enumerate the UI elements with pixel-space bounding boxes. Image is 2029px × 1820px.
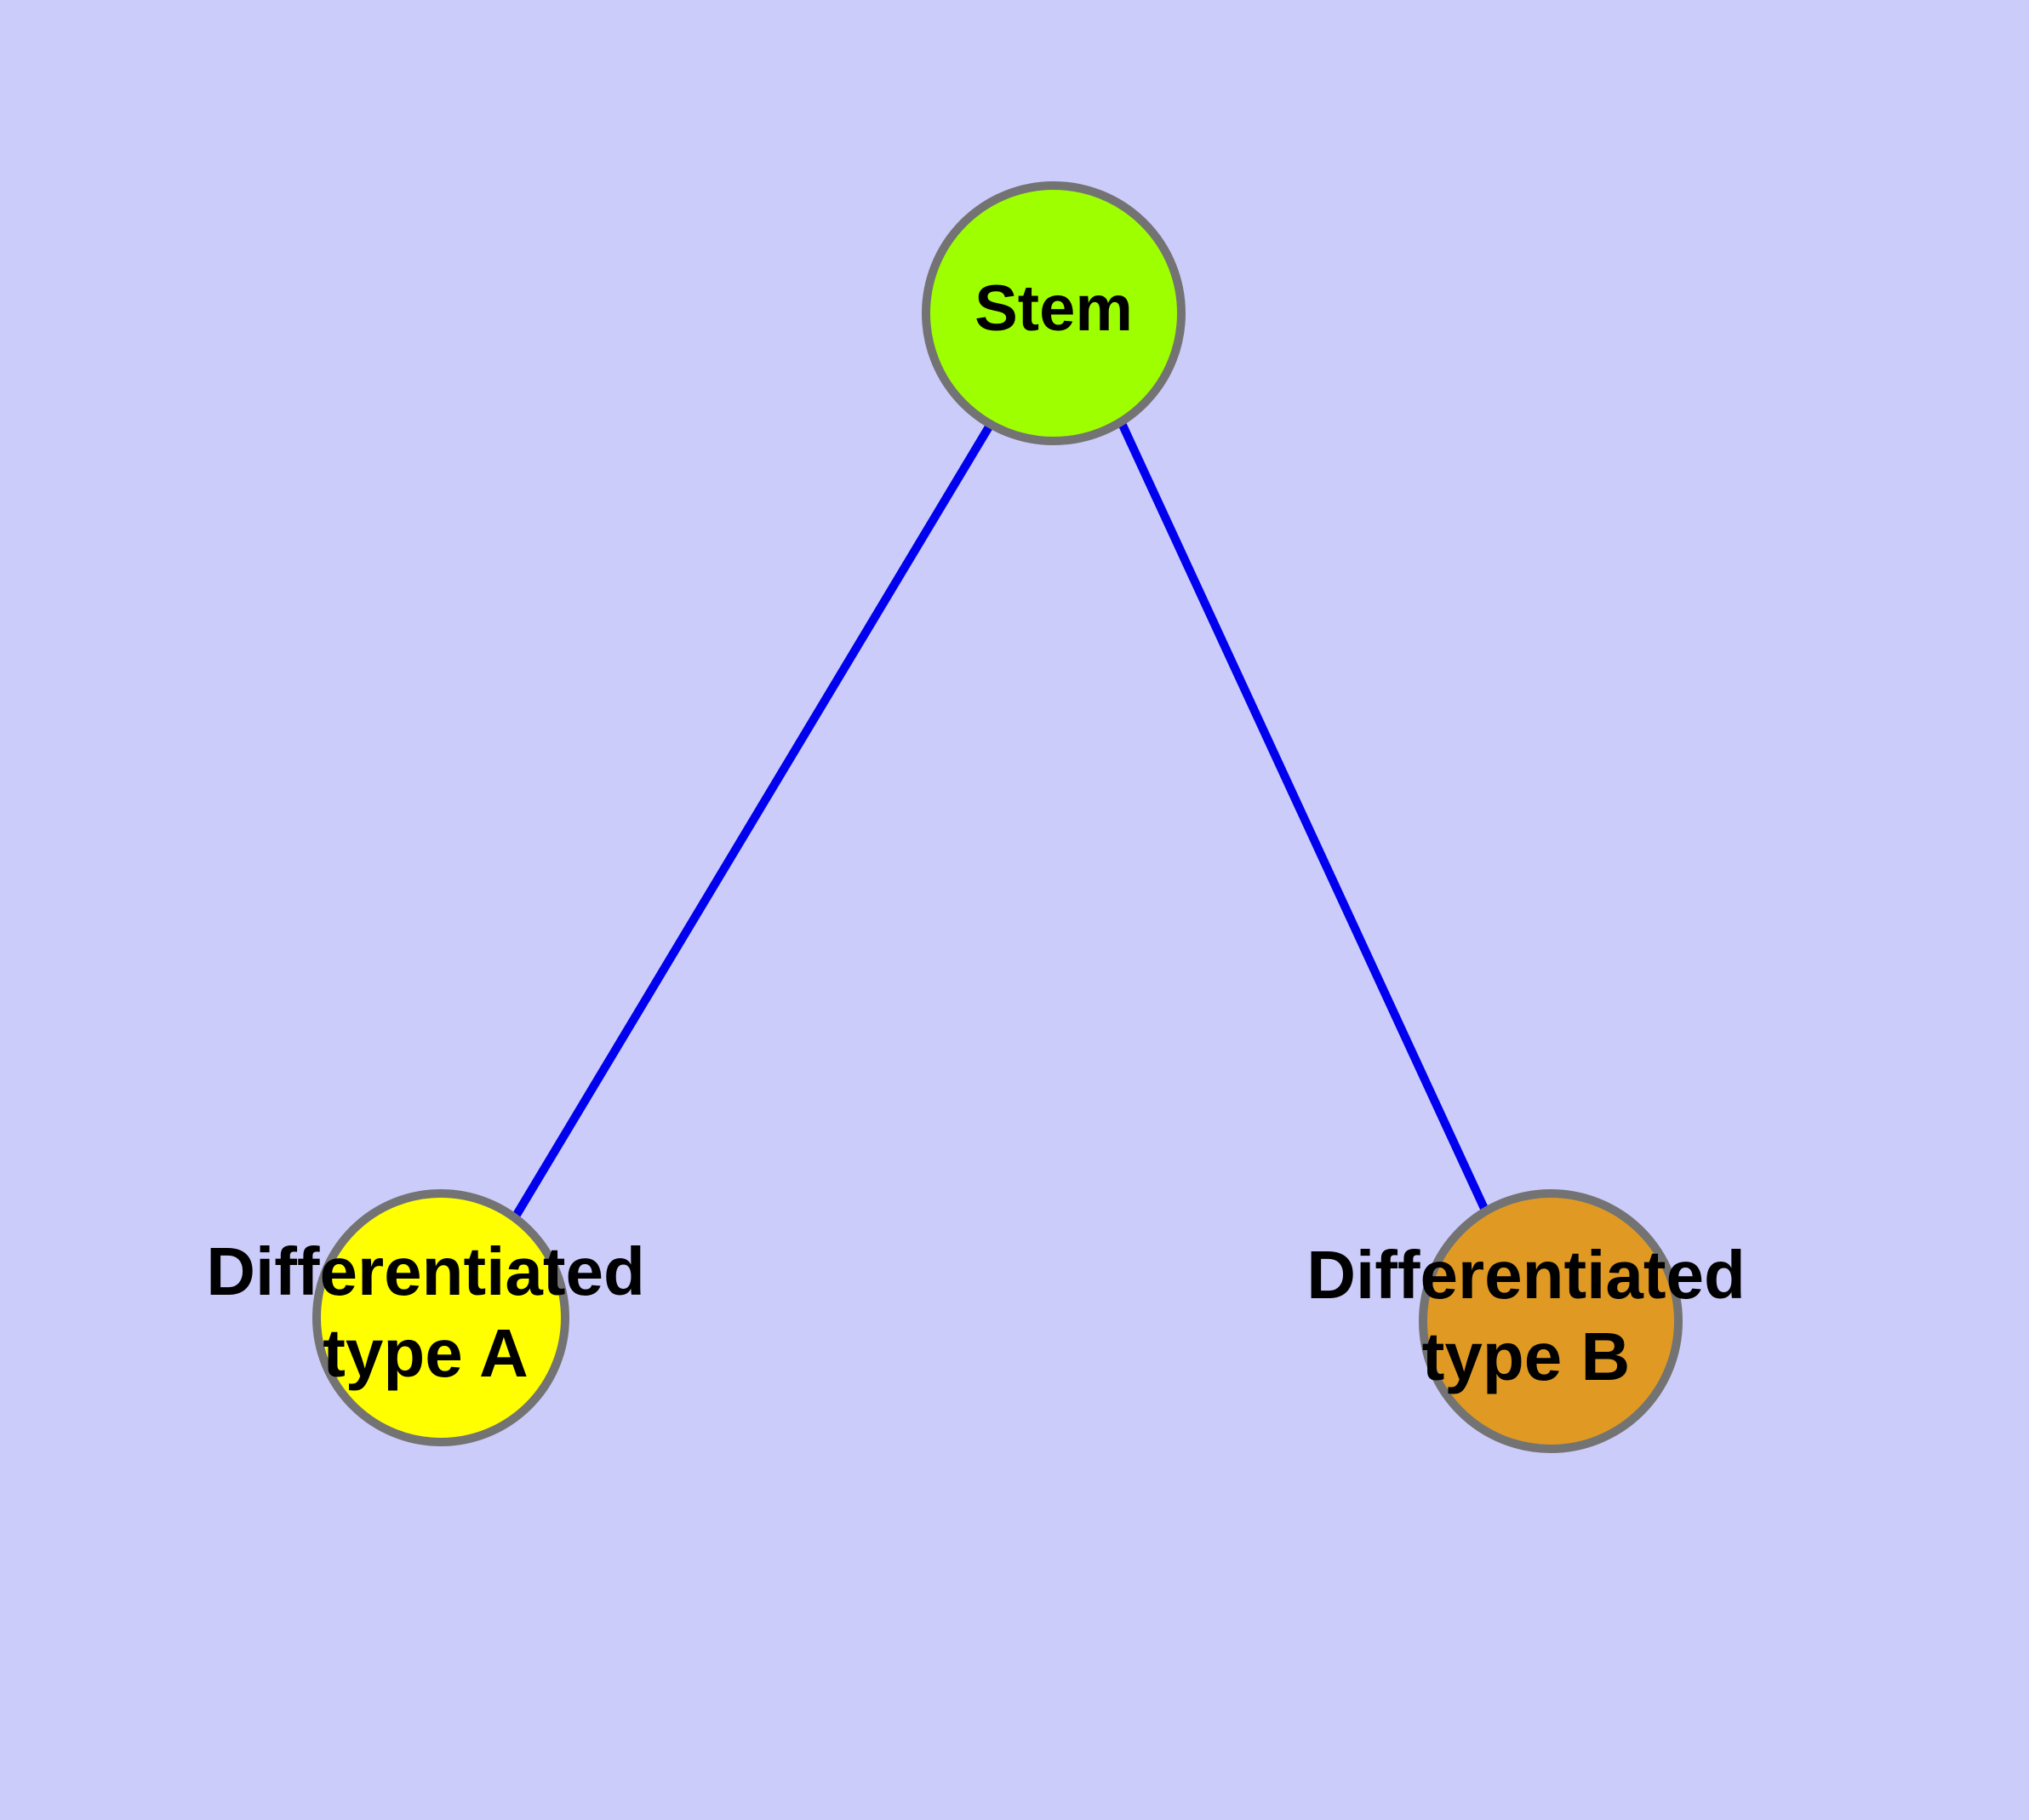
node-label-line: Differentiated	[206, 1233, 645, 1309]
node-label-line: type B	[1422, 1319, 1631, 1394]
node-diff-a[interactable]	[312, 1189, 569, 1446]
node-label-line: Differentiated	[1306, 1237, 1746, 1313]
node-label-line: Stem	[974, 272, 1133, 345]
edges-layer	[510, 419, 1490, 1222]
edge-stem-to-diff-a[interactable]	[510, 421, 995, 1222]
node-stem[interactable]	[922, 181, 1186, 445]
node-label-stem: Stem	[974, 272, 1133, 345]
node-diff-b[interactable]	[1419, 1189, 1683, 1453]
nodes-layer	[312, 181, 1683, 1453]
edge-stem-to-diff-b[interactable]	[1117, 419, 1490, 1215]
node-label-line: type A	[323, 1315, 529, 1391]
